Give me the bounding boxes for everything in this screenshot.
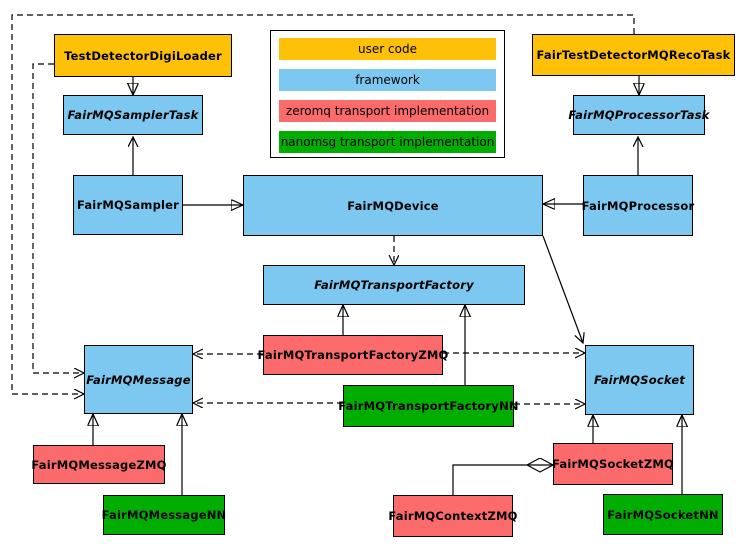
class-name: FairMQDevice	[347, 198, 439, 213]
node-fairmq-message: FairMQMessage	[84, 345, 193, 414]
class-name: FairMQProcessorTask	[568, 108, 710, 122]
node-fairmq-message-nn: FairMQMessageNN	[101, 495, 227, 535]
class-name: FairMQMessageNN	[101, 508, 227, 522]
legend-item-zeromq: zeromq transport implementation	[279, 100, 496, 122]
node-fairmq-sampler-task: FairMQSamplerTask	[63, 95, 203, 135]
node-fairmq-sampler: FairMQSampler	[73, 175, 183, 235]
class-name: FairMQTransportFactory	[314, 278, 474, 292]
class-name: FairMQSocketZMQ	[552, 457, 674, 471]
legend: user code framework zeromq transport imp…	[270, 30, 505, 158]
legend-item-framework: framework	[279, 69, 496, 91]
legend-item-user-code: user code	[279, 38, 496, 60]
node-fairmq-processor-task: FairMQProcessorTask	[568, 95, 709, 135]
node-fairmq-socket: FairMQSocket	[585, 345, 694, 415]
class-name: FairMQTransportFactoryZMQ	[257, 348, 449, 362]
legend-label: nanomsg transport implementation	[280, 135, 495, 149]
class-name: FairMQSampler	[76, 198, 180, 212]
edge-device-socket	[542, 235, 583, 343]
class-name: FairMQContextZMQ	[388, 509, 518, 523]
class-name: FairMQMessage	[86, 372, 191, 387]
node-fairmq-socket-zmq: FairMQSocketZMQ	[552, 443, 674, 485]
node-fairmq-processor: FairMQProcessor	[581, 175, 695, 236]
class-name: FairMQMessageZMQ	[31, 457, 167, 472]
class-name: FairMQSamplerTask	[67, 108, 199, 122]
class-name: FairMQSocket	[593, 373, 686, 387]
class-name: FairMQSocketNN	[607, 507, 719, 522]
node-fair-test-detector-mq-reco-task: FairTestDetectorMQRecoTask	[532, 34, 735, 76]
node-fairmq-socket-nn: FairMQSocketNN	[603, 494, 723, 535]
legend-label: framework	[355, 73, 420, 87]
node-fairmq-message-zmq: FairMQMessageZMQ	[31, 445, 167, 484]
legend-label: user code	[358, 42, 417, 56]
class-name: TestDetectorDigiLoader	[64, 48, 222, 63]
edge-contextzmq-socketzmq-composition	[452, 465, 553, 495]
class-name: FairMQProcessor	[581, 198, 695, 213]
node-fairmq-transport-factory-nn: FairMQTransportFactoryNN	[338, 385, 519, 427]
node-fairmq-device: FairMQDevice	[243, 175, 543, 236]
node-fairmq-context-zmq: FairMQContextZMQ	[388, 495, 517, 537]
legend-label: zeromq transport implementation	[285, 104, 490, 118]
class-name: FairMQTransportFactoryNN	[338, 399, 519, 413]
node-test-detector-digi-loader: TestDetectorDigiLoader	[54, 34, 232, 77]
node-fairmq-transport-factory-zmq: FairMQTransportFactoryZMQ	[258, 335, 448, 375]
legend-item-nanomsg: nanomsg transport implementation	[279, 131, 496, 153]
node-fairmq-transport-factory: FairMQTransportFactory	[263, 265, 525, 305]
class-name: FairTestDetectorMQRecoTask	[536, 48, 731, 62]
